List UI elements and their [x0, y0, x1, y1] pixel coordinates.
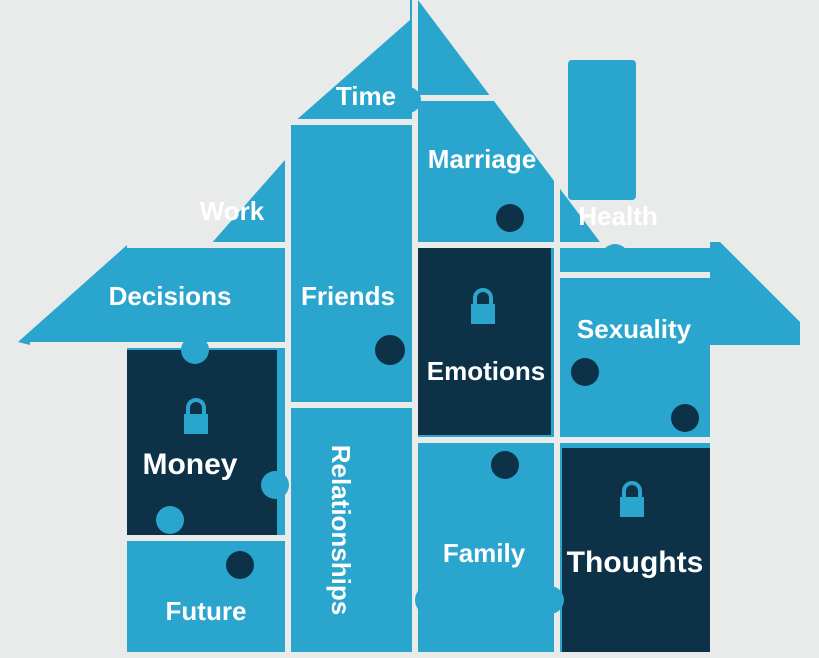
lock-icon: [184, 398, 208, 434]
label-relationships: Relationships: [326, 445, 356, 615]
money-piece: [127, 350, 277, 535]
label-emotions: Emotions: [427, 356, 545, 386]
label-time: Time: [336, 81, 396, 111]
puzzle-knobs-dark: [226, 204, 699, 579]
label-friends: Friends: [301, 281, 395, 311]
puzzle-knobs: [156, 87, 629, 615]
label-thoughts: Thoughts: [567, 546, 704, 579]
lock-icon: [620, 481, 644, 517]
house-shape: [18, 0, 800, 652]
label-money: Money: [142, 448, 237, 481]
emotions-piece: [418, 245, 551, 435]
lock-icon: [471, 288, 495, 324]
label-health: Health: [578, 201, 657, 231]
label-marriage: Marriage: [428, 144, 536, 174]
label-decisions: Decisions: [109, 281, 232, 311]
chimney: [568, 60, 636, 200]
label-future: Future: [166, 596, 247, 626]
label-work: Work: [200, 196, 265, 226]
label-family: Family: [443, 538, 526, 568]
puzzle-seams: [30, 0, 710, 652]
label-sexuality: Sexuality: [577, 314, 692, 344]
